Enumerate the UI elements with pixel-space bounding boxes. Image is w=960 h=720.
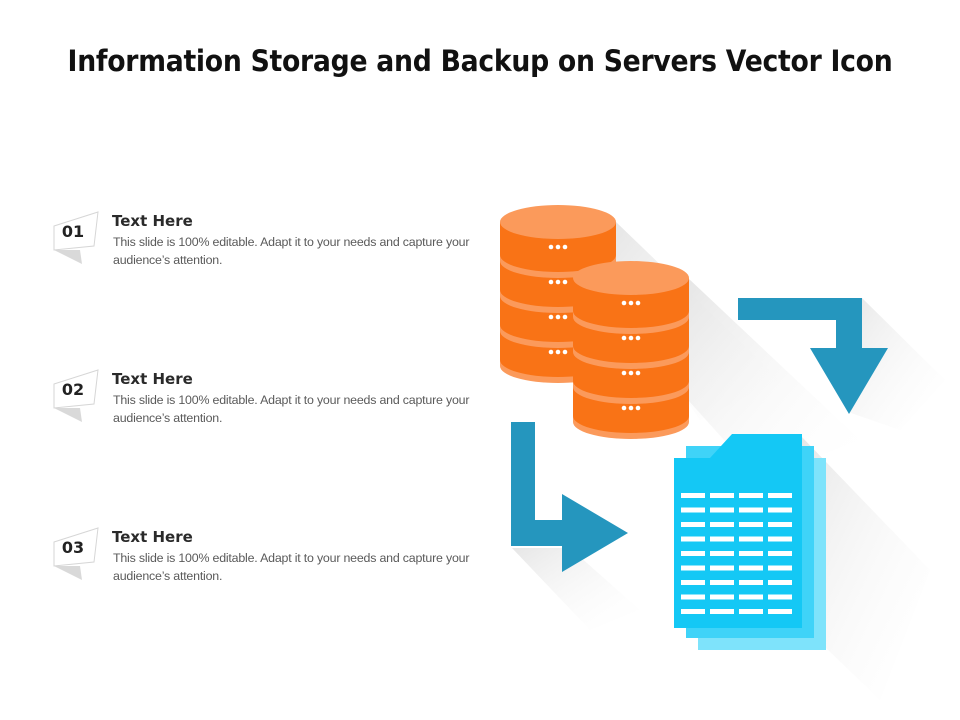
status-dot	[555, 244, 561, 250]
status-dot	[562, 279, 568, 285]
status-dot	[621, 335, 627, 341]
data-cell	[681, 522, 705, 527]
front-server-stack	[573, 261, 689, 439]
number-badge: 01	[50, 210, 102, 272]
status-dot	[628, 405, 634, 411]
status-dot	[562, 244, 568, 250]
data-cell	[681, 609, 705, 614]
badge-number: 01	[61, 222, 85, 241]
badge-shape-icon	[53, 369, 99, 422]
item-heading: Text Here	[112, 370, 193, 388]
data-cell	[768, 594, 792, 600]
status-dot	[562, 314, 568, 320]
data-cell	[710, 493, 734, 498]
list-item-2: 02 Text Here This slide is 100% editable…	[50, 368, 490, 438]
status-dot	[621, 370, 627, 376]
data-cell	[768, 565, 792, 571]
number-badge: 03	[50, 526, 102, 588]
server-top	[500, 205, 616, 239]
status-dot	[635, 335, 641, 341]
status-dot	[555, 349, 561, 355]
badge-number: 02	[61, 380, 85, 399]
data-cell	[768, 507, 792, 513]
status-dot	[548, 349, 554, 355]
item-description: This slide is 100% editable. Adapt it to…	[113, 551, 470, 583]
status-dot	[628, 335, 634, 341]
status-dot	[635, 370, 641, 376]
status-dot	[628, 300, 634, 306]
badge-shape-icon	[53, 211, 99, 264]
data-cell	[710, 551, 734, 556]
document-pages-icon	[674, 434, 826, 650]
data-cell	[681, 565, 705, 571]
page-title: Information Storage and Backup on Server…	[67, 44, 893, 78]
data-cell	[739, 493, 763, 498]
data-cell	[681, 493, 705, 498]
data-cell	[739, 536, 763, 542]
data-cell	[739, 565, 763, 571]
status-dot	[548, 314, 554, 320]
data-cell	[739, 580, 763, 585]
data-cell	[710, 580, 734, 585]
data-cell	[681, 594, 705, 600]
item-heading: Text Here	[112, 528, 193, 546]
list-item-1: 01 Text Here This slide is 100% editable…	[50, 210, 490, 280]
data-cell	[739, 551, 763, 556]
status-dot	[635, 405, 641, 411]
status-dot	[635, 300, 641, 306]
data-cell	[710, 565, 734, 571]
data-cell	[681, 536, 705, 542]
server-stacks-icon	[500, 205, 689, 439]
data-cell	[768, 551, 792, 556]
item-heading: Text Here	[112, 212, 193, 230]
server-disk	[573, 261, 689, 334]
arrow-right-icon	[511, 422, 628, 572]
data-cell	[710, 522, 734, 527]
arrow-down-icon	[738, 298, 888, 414]
data-cell	[710, 507, 734, 513]
data-cell	[710, 536, 734, 542]
data-cell	[768, 609, 792, 614]
data-cell	[710, 609, 734, 614]
data-cell	[739, 594, 763, 600]
status-dot	[555, 314, 561, 320]
data-cell	[768, 522, 792, 527]
data-cell	[768, 536, 792, 542]
data-cell	[710, 594, 734, 600]
item-description: This slide is 100% editable. Adapt it to…	[113, 235, 470, 267]
item-description: This slide is 100% editable. Adapt it to…	[113, 393, 470, 425]
status-dot	[562, 349, 568, 355]
number-badge: 02	[50, 368, 102, 430]
server-top	[573, 261, 689, 295]
data-cell	[768, 580, 792, 585]
data-cell	[739, 609, 763, 614]
status-dot	[621, 405, 627, 411]
front-page	[674, 434, 802, 628]
data-cell	[739, 522, 763, 527]
data-cell	[681, 507, 705, 513]
badge-number: 03	[61, 538, 85, 557]
status-dot	[628, 370, 634, 376]
status-dot	[555, 279, 561, 285]
data-cell	[681, 551, 705, 556]
status-dot	[548, 244, 554, 250]
badge-shape-icon	[53, 527, 99, 580]
status-dot	[621, 300, 627, 306]
status-dot	[548, 279, 554, 285]
data-cell	[681, 580, 705, 585]
list-item-3: 03 Text Here This slide is 100% editable…	[50, 526, 490, 596]
data-cell	[739, 507, 763, 513]
data-cell	[768, 493, 792, 498]
